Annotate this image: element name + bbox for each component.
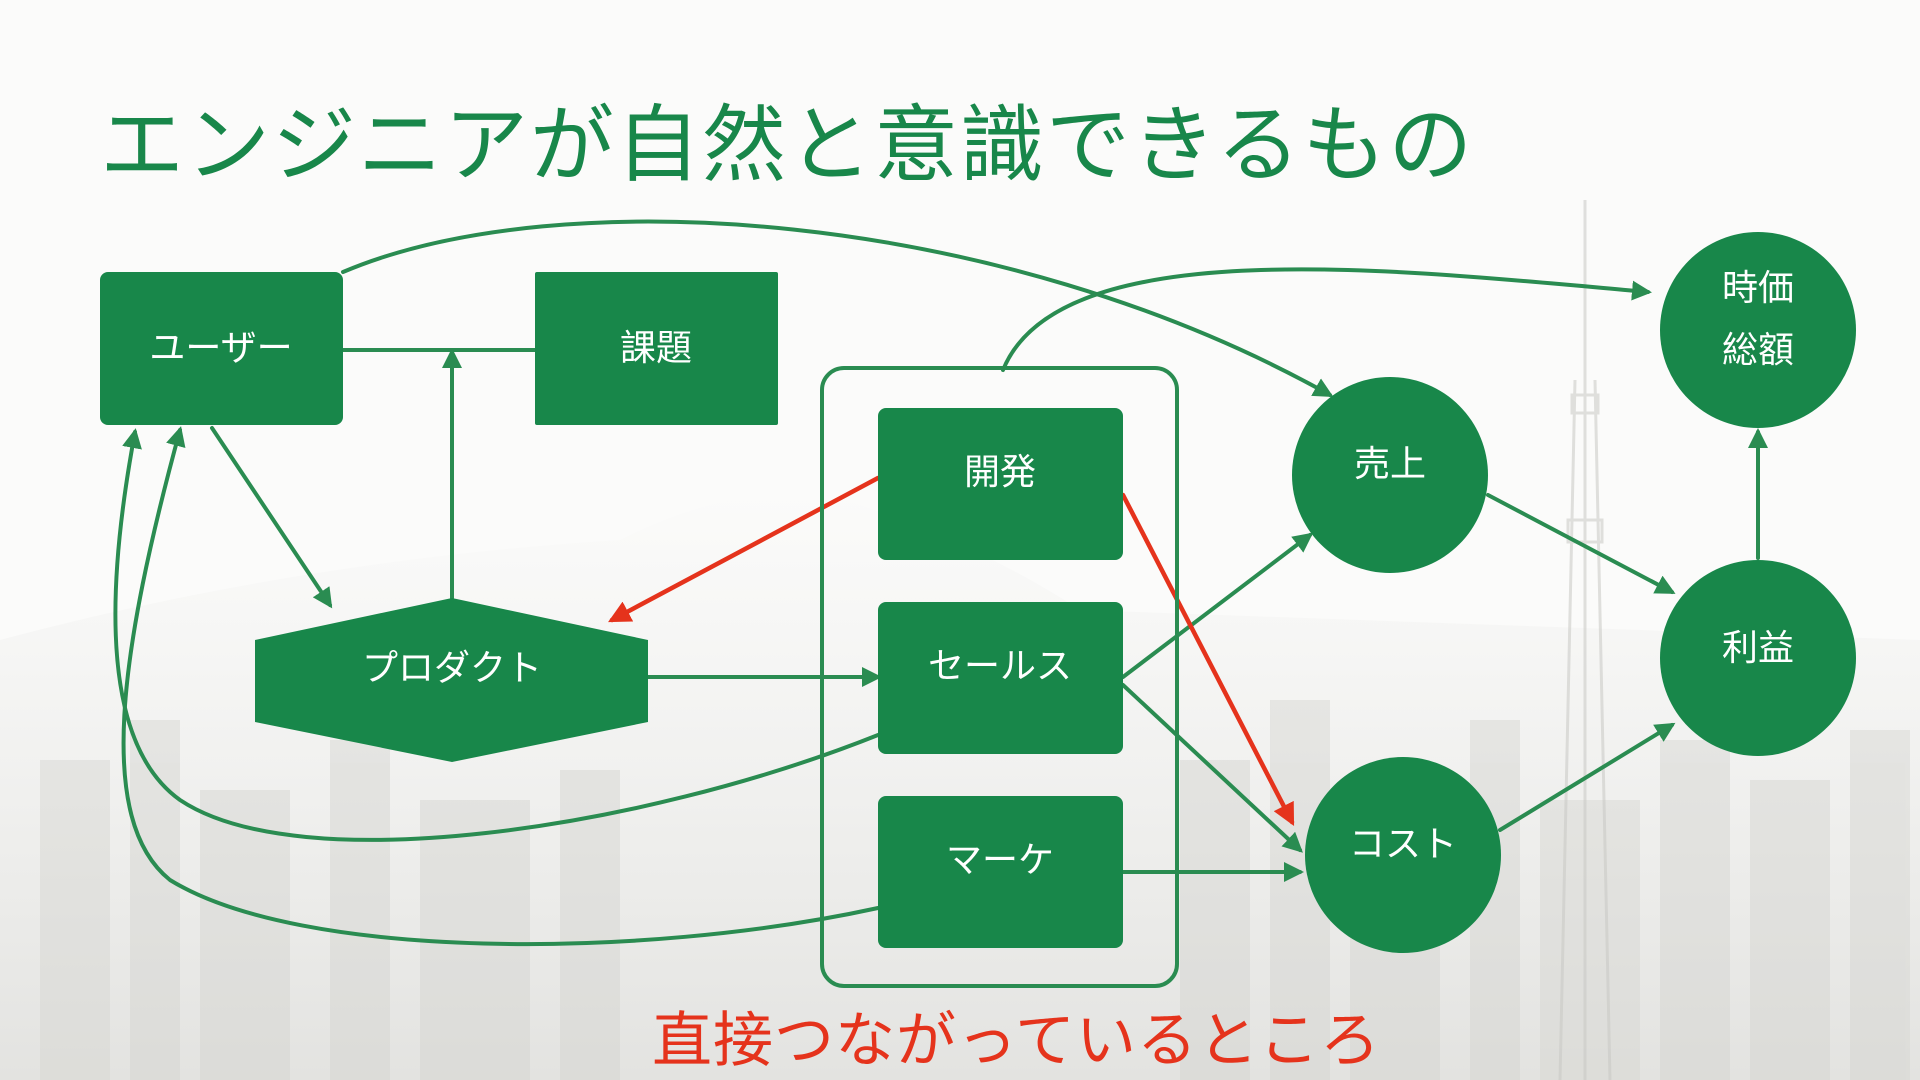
edge-user-to-product bbox=[210, 426, 333, 609]
edge-user-to-revenue bbox=[341, 219, 1334, 397]
node-marketing: マーケ bbox=[878, 796, 1123, 948]
node-user: ユーザー bbox=[100, 272, 343, 425]
highlight-caption: 直接つながっているところ bbox=[652, 1006, 1381, 1076]
node-profit: 利益 bbox=[1660, 560, 1856, 756]
node-product-label: プロダクト bbox=[362, 648, 542, 689]
edge-dev-to-product-highlight bbox=[608, 475, 881, 623]
node-problem: 課題 bbox=[535, 272, 778, 425]
node-market-cap-label-line1: 時価 bbox=[1722, 268, 1794, 309]
node-market-cap-label-line2: 総額 bbox=[1722, 330, 1794, 371]
edge-sales-to-user bbox=[113, 428, 880, 842]
node-revenue: 売上 bbox=[1292, 377, 1488, 573]
edge-cost-to-profit bbox=[1498, 722, 1676, 832]
node-profit-label: 利益 bbox=[1722, 628, 1794, 669]
node-cost-label: コスト bbox=[1349, 824, 1457, 865]
edge-team-to-market-cap bbox=[1001, 267, 1652, 372]
node-market-cap: 時価 総額 bbox=[1660, 232, 1856, 428]
node-dev-label: 開発 bbox=[964, 452, 1036, 493]
node-user-label: ユーザー bbox=[149, 328, 292, 369]
node-dev: 開発 bbox=[878, 408, 1123, 560]
edge-sales-to-revenue bbox=[1121, 532, 1314, 679]
node-product: プロダクト bbox=[255, 598, 648, 762]
node-marketing-label: マーケ bbox=[946, 840, 1054, 881]
node-sales: セールス bbox=[878, 602, 1123, 754]
node-sales-label: セールス bbox=[928, 646, 1072, 687]
node-cost: コスト bbox=[1305, 757, 1501, 953]
edge-revenue-to-profit bbox=[1486, 493, 1676, 594]
slide-title: エンジニアが自然と意識できるもの bbox=[100, 96, 1475, 194]
team-group-frame bbox=[820, 366, 1179, 988]
node-revenue-label: 売上 bbox=[1354, 444, 1426, 485]
edge-sales-to-cost bbox=[1121, 683, 1303, 853]
edge-marketing-to-user bbox=[121, 426, 880, 946]
edge-dev-to-cost-highlight bbox=[1120, 492, 1295, 826]
edges bbox=[113, 219, 1768, 946]
node-problem-label: 課題 bbox=[620, 328, 692, 369]
